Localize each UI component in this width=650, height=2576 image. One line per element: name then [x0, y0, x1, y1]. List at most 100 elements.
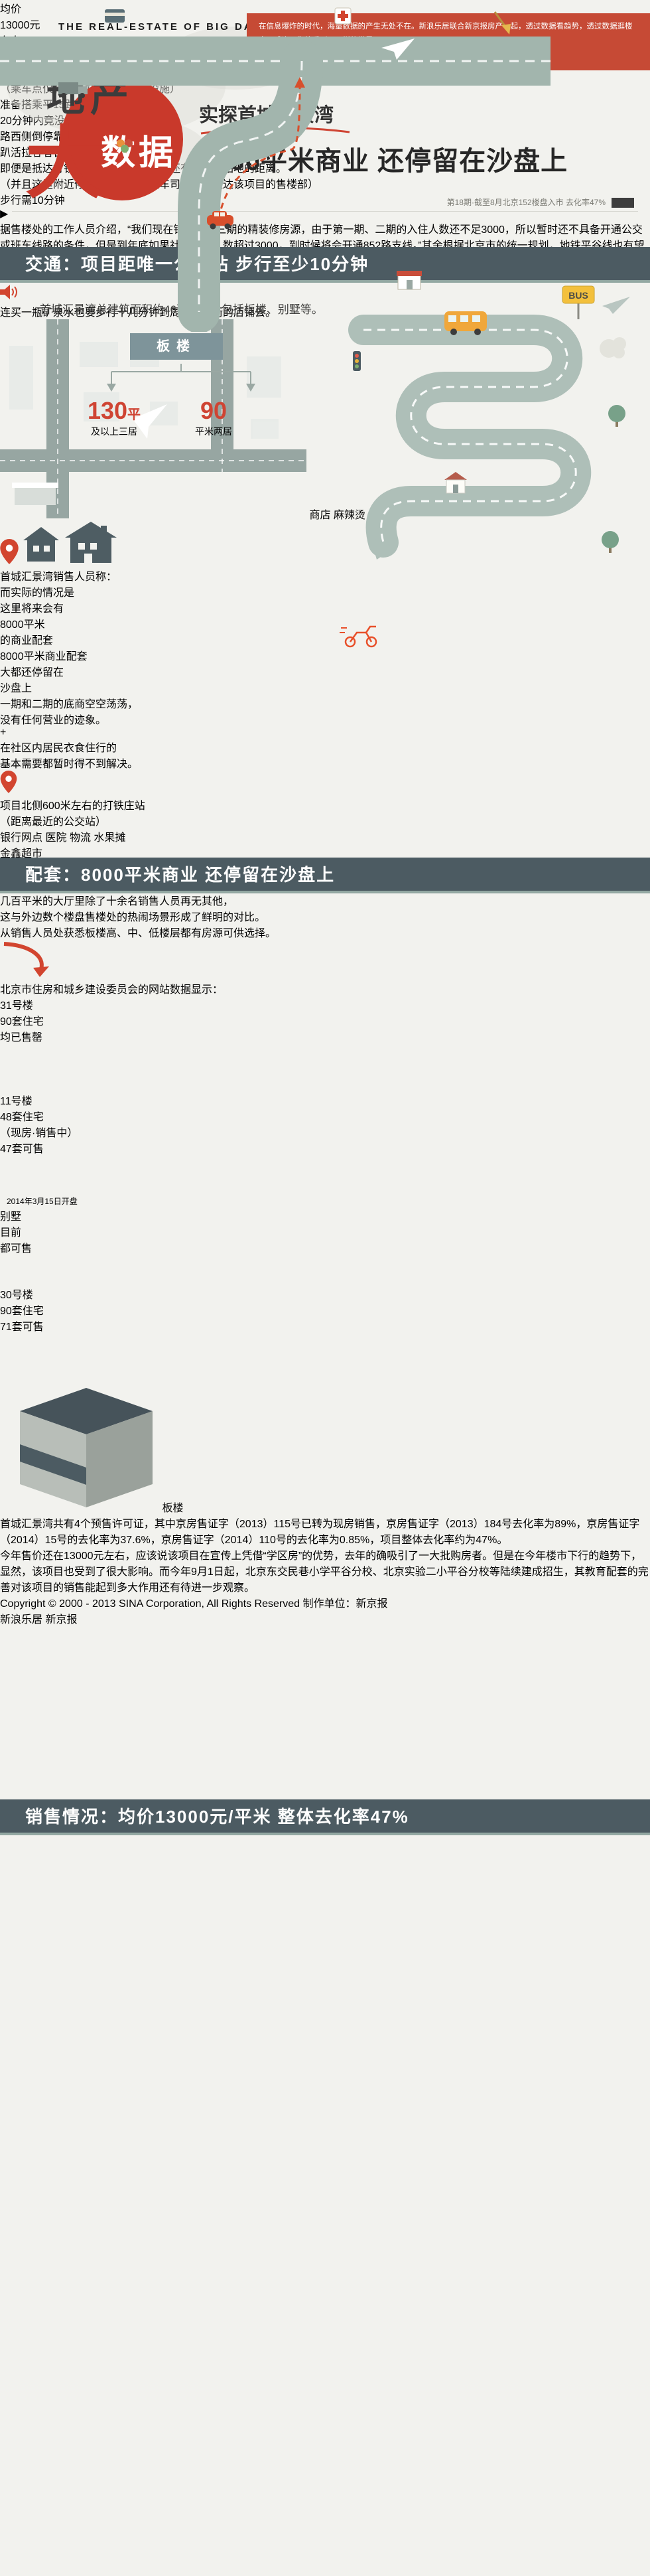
- bus-icon: [444, 311, 487, 335]
- bus-station-title: 项目北侧600米左右的打铁庄站: [0, 800, 145, 812]
- issue-thumbnail: [612, 198, 634, 208]
- broom-icon: [493, 11, 511, 35]
- producer-line: 新浪乐居 新京报: [0, 1614, 78, 1626]
- page-footer: Copyright © 2000 - 2013 SINA Corporation…: [0, 1594, 650, 1626]
- building-11-available-unit: 套可售: [11, 1144, 44, 1155]
- arrow-right-icon: ▶: [0, 208, 9, 220]
- outlook-paragraph: 今年售价还在13000元左右，应该说该项目在宣传上凭借“学区房”的优势，去年的确…: [0, 1551, 649, 1594]
- eyebrow-title: THE REAL-ESTATE OF BIG DATA: [58, 21, 269, 33]
- unit-type-1-number: 130: [87, 397, 128, 424]
- building-11-count: 48: [0, 1112, 12, 1123]
- winding-road-graphic: BUS: [348, 285, 630, 560]
- building-31-unit: 套住宅: [11, 1016, 44, 1027]
- building-31-status: 均已售罄: [0, 1032, 43, 1043]
- building-30-unit: 套住宅: [11, 1306, 44, 1317]
- branch-arrows: [107, 364, 255, 392]
- building-11-unit: 套住宅: [11, 1112, 44, 1123]
- unit-type-1: 130平 及以上三居: [61, 397, 167, 438]
- airplane-icon: [602, 297, 630, 314]
- logistics-label: 物流: [69, 832, 91, 844]
- building-30-count: 90: [0, 1306, 12, 1317]
- sales-paragraph-1b: 这与外边数个楼盘售楼处的热闹场景形成了鲜明的对比。: [0, 912, 266, 923]
- plus-sign: +: [0, 727, 7, 738]
- building-30-available-count: 71: [0, 1322, 12, 1333]
- building-31-circle: 90套住宅 均已售罄: [0, 1012, 80, 1092]
- fruit-stand-label: 水果摊: [94, 832, 126, 844]
- villa-opening-tag: 2014年3月15日开盘: [7, 1197, 78, 1206]
- walk-time-row: 步行需10分钟 ▶: [0, 191, 650, 220]
- cloud-icon: [600, 337, 626, 358]
- hospital-cross-icon: [334, 7, 352, 25]
- unit-type-1-label: 及以上三居: [91, 426, 137, 437]
- hospital-label: 医院: [45, 832, 67, 844]
- bubble-right-line2: 大都还停留在: [0, 667, 64, 678]
- road-arrowhead: [370, 537, 395, 560]
- permits-paragraph: 首城汇景湾共有4个预售许可证，其中京房售证字（2013）115号已转为现房销售，…: [0, 1519, 640, 1546]
- slab-building-cube: 板楼: [0, 1381, 650, 1515]
- surroundings-map-graphic: [0, 7, 551, 332]
- issue-info-text: 第18期·截至8月北京152楼盘入市 去化率47%: [446, 198, 606, 207]
- shop-label: 商店: [309, 510, 331, 521]
- building-11-circle: 48套住宅 （现房·销售中） 47套可售: [0, 1108, 88, 1195]
- villa-status-plain: 目前: [0, 1227, 22, 1239]
- issue-info: 第18期·截至8月北京152楼盘入市 去化率47%: [447, 196, 634, 208]
- building-30-available-unit: 套可售: [11, 1322, 44, 1333]
- speaker-icon: [0, 285, 17, 299]
- villa-circle: 别墅 目前 都可售: [0, 1207, 78, 1286]
- road-centerline: [363, 329, 577, 543]
- walk-time-label: 步行需10分钟: [0, 195, 65, 206]
- residents-need-note-1: 在社区内居民衣食住行的: [0, 743, 117, 754]
- road-path: [348, 315, 592, 558]
- tree-icon: [608, 405, 625, 427]
- food-stall-icon: [12, 483, 58, 505]
- price-label-top: 均价: [0, 4, 22, 15]
- location-pin-icon: [0, 539, 19, 564]
- supermarket-block: 金鑫超市: [0, 848, 43, 860]
- building-11-available-count: 47: [0, 1144, 12, 1155]
- bubble-left-line2: 的商业配套: [0, 635, 54, 646]
- building-31-count: 90: [0, 1016, 12, 1027]
- bus-station-subtitle: （距离最近的公交站）: [0, 816, 107, 828]
- house-icon: [444, 472, 467, 494]
- section-bar-sales: 销售情况：均价13000元/平米 整体去化率47%: [0, 1799, 650, 1835]
- slab-building-tag: 板楼: [130, 333, 223, 360]
- empty-shops-note-2: 没有任何营业的迹象。: [0, 715, 107, 726]
- empty-shops-note-1: 一期和二期的底商空空荡荡，: [0, 699, 139, 710]
- price-value: 13000元: [0, 20, 40, 31]
- building-31-tag: 31号楼: [0, 1000, 33, 1012]
- sales-paragraph-1a: 几百平米的大厅里除了十余名销售人员再无其他，: [0, 896, 234, 907]
- villa-name: 别墅: [0, 1211, 22, 1223]
- building-11-subnote: （现房·销售中）: [0, 1128, 78, 1139]
- logo-text-da: 大: [25, 120, 104, 208]
- bus-stop-sign: BUS: [562, 285, 595, 319]
- building-30-tag: 30号楼: [0, 1290, 33, 1301]
- tree-icon: [602, 531, 619, 553]
- bubble-right-line1: 8000平米商业配套: [0, 651, 88, 662]
- building-cube-graphic: [20, 1388, 153, 1507]
- svg-text:BUS: BUS: [568, 290, 588, 301]
- bank-label: 银行网点: [0, 832, 43, 844]
- bank-card-icon: [105, 9, 125, 23]
- logo-circle: [61, 78, 183, 200]
- section-bar-amenities: 配套：8000平米商业 还停留在沙盘上: [0, 858, 650, 893]
- villa-status-red: 都可售: [0, 1243, 32, 1254]
- building-30-circle: 90套住宅 71套可售: [0, 1302, 80, 1381]
- route-arrowhead: [294, 77, 305, 88]
- truck-icon: [58, 82, 88, 98]
- slab-building-cube-label: 板楼: [162, 1503, 184, 1514]
- scooter-icon: [340, 625, 377, 648]
- copyright-line: Copyright © 2000 - 2013 SINA Corporation…: [0, 1598, 388, 1610]
- unit-type-2-label: 平米两居: [195, 426, 232, 437]
- unit-type-2: 90 平米两居: [174, 397, 253, 438]
- route-dashed-line: [218, 86, 301, 220]
- snack-stall-label: 麻辣烫: [333, 510, 365, 521]
- storefront-icon: [397, 271, 422, 290]
- building-11-tag: 11号楼: [0, 1096, 32, 1107]
- reality-bubble: 8000平米商业配套 大都还停留在 沙盘上: [0, 647, 650, 695]
- houses-icon: [23, 522, 117, 563]
- bubble-left-title: 首城汇景湾销售人员称：: [0, 571, 117, 583]
- paper-plane-icon: [133, 404, 167, 439]
- fruit-icon: [117, 139, 133, 153]
- location-pin-icon: [0, 771, 17, 793]
